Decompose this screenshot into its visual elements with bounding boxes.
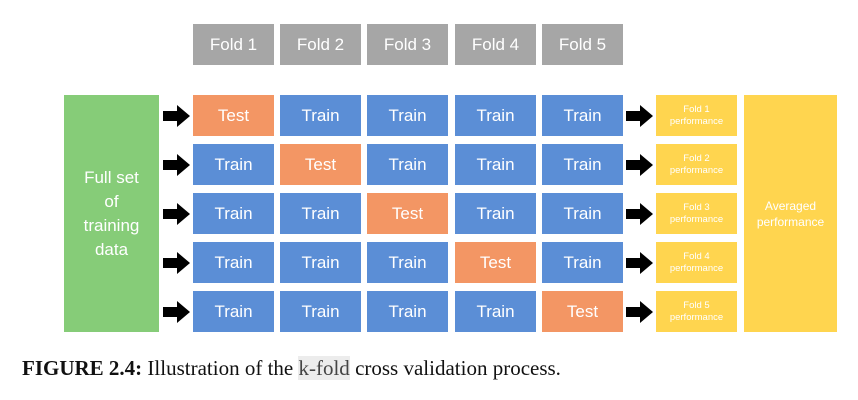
arrow-right-icon <box>163 105 190 127</box>
fold-5-performance: Fold 5 performance <box>656 291 737 332</box>
arrow-right-icon <box>626 252 653 274</box>
fold-3-performance: Fold 3 performance <box>656 193 737 234</box>
cell-row4-fold1: Train <box>193 242 274 283</box>
cell-row1-fold2: Train <box>280 95 361 136</box>
caption-highlight: k-fold <box>298 356 350 380</box>
arrow-right-icon <box>626 203 653 225</box>
cell-row1-fold5: Train <box>542 95 623 136</box>
arrow-right-icon <box>626 301 653 323</box>
arrow-right-icon <box>163 203 190 225</box>
cell-row3-fold2: Train <box>280 193 361 234</box>
cell-row5-fold4: Train <box>455 291 536 332</box>
cell-row3-fold3: Test <box>367 193 448 234</box>
fold-header-3: Fold 3 <box>367 24 448 65</box>
fold-header-1: Fold 1 <box>193 24 274 65</box>
arrow-right-icon <box>163 154 190 176</box>
cell-row3-fold5: Train <box>542 193 623 234</box>
cell-row4-fold5: Train <box>542 242 623 283</box>
fold-header-4: Fold 4 <box>455 24 536 65</box>
cell-row5-fold5: Test <box>542 291 623 332</box>
cell-row1-fold4: Train <box>455 95 536 136</box>
cell-row3-fold4: Train <box>455 193 536 234</box>
fold-2-performance: Fold 2 performance <box>656 144 737 185</box>
figure-caption: FIGURE 2.4: Illustration of the k-fold c… <box>22 356 561 381</box>
cell-row3-fold1: Train <box>193 193 274 234</box>
cell-row2-fold1: Train <box>193 144 274 185</box>
arrow-right-icon <box>626 105 653 127</box>
cell-row1-fold3: Train <box>367 95 448 136</box>
cell-row2-fold5: Train <box>542 144 623 185</box>
cell-row2-fold4: Train <box>455 144 536 185</box>
averaged-performance: Averaged performance <box>744 95 837 332</box>
cell-row5-fold3: Train <box>367 291 448 332</box>
full-training-set: Full set of training data <box>64 95 159 332</box>
cell-row4-fold4: Test <box>455 242 536 283</box>
caption-text-after: cross validation process. <box>349 356 561 380</box>
fold-4-performance: Fold 4 performance <box>656 242 737 283</box>
fold-1-performance: Fold 1 performance <box>656 95 737 136</box>
figure-label: FIGURE 2.4: <box>22 356 143 380</box>
fold-header-2: Fold 2 <box>280 24 361 65</box>
cell-row5-fold2: Train <box>280 291 361 332</box>
cell-row4-fold3: Train <box>367 242 448 283</box>
cell-row4-fold2: Train <box>280 242 361 283</box>
cell-row1-fold1: Test <box>193 95 274 136</box>
cell-row2-fold2: Test <box>280 144 361 185</box>
fold-header-5: Fold 5 <box>542 24 623 65</box>
caption-text-before: Illustration of the <box>142 356 299 380</box>
cell-row5-fold1: Train <box>193 291 274 332</box>
arrow-right-icon <box>626 154 653 176</box>
arrow-right-icon <box>163 252 190 274</box>
cell-row2-fold3: Train <box>367 144 448 185</box>
arrow-right-icon <box>163 301 190 323</box>
